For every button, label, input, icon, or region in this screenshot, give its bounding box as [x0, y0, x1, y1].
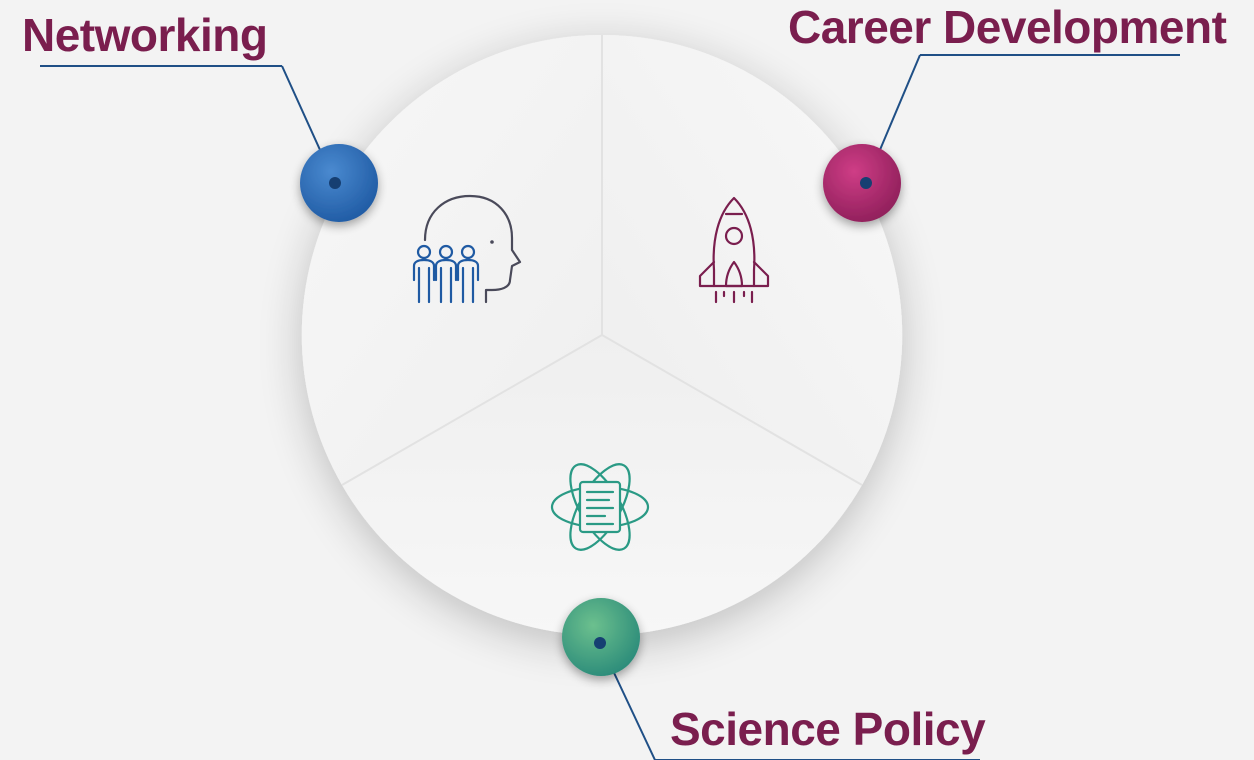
science-policy-label: Science Policy	[670, 703, 986, 755]
rocket-icon	[698, 196, 770, 304]
people-head-icon	[412, 194, 522, 304]
career-development-label: Career Development	[788, 1, 1227, 53]
networking-dot	[300, 144, 378, 222]
career-dot	[823, 144, 901, 222]
segment-dividers	[341, 35, 863, 486]
science-dot	[562, 598, 640, 676]
atom-document-icon	[550, 463, 650, 551]
segment-career	[602, 34, 903, 485]
networking-label: Networking	[22, 9, 268, 61]
